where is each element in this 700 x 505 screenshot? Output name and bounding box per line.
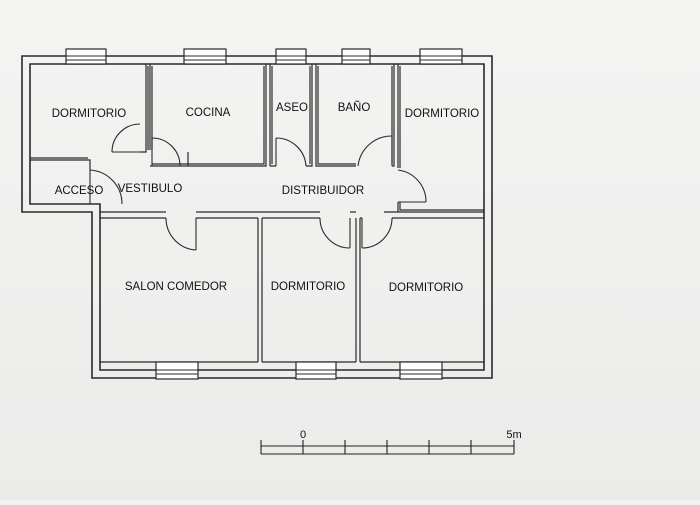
wall-dormitorio-s-partition xyxy=(355,218,361,362)
outer-wall-outer-line xyxy=(21,55,493,379)
wall-bano xyxy=(315,64,395,167)
room-label-acceso: ACCESO xyxy=(55,185,104,197)
window-salon-comedor xyxy=(155,361,199,380)
room-label-vestibulo: VESTIBULO xyxy=(118,183,183,195)
room-label-dormitorio-s1: DORMITORIO xyxy=(271,281,346,293)
scale-bar-start-label: 0 xyxy=(300,429,306,441)
wall-dormitorio-nw-inner xyxy=(30,66,149,159)
room-label-cocina: COCINA xyxy=(186,107,231,119)
door-cocina xyxy=(151,137,181,167)
window-dormitorio-ne xyxy=(419,48,463,65)
door-acceso xyxy=(89,169,123,205)
wall-bano-inner xyxy=(317,66,393,165)
scale-bar: 0 5m xyxy=(260,429,522,455)
wall-dormitorio-ne-inner xyxy=(399,66,484,211)
wall-dormitorio-ne xyxy=(397,64,484,213)
windows xyxy=(65,48,463,380)
window-bano xyxy=(341,48,371,65)
door-dormitorio-nw xyxy=(111,123,141,153)
door-dormitorio-s2 xyxy=(361,217,393,249)
room-label-dormitorio-nw: DORMITORIO xyxy=(52,108,127,120)
room-labels: DORMITORIO COCINA ASEO BAÑO DORMITORIO A… xyxy=(52,101,480,294)
room-label-bano: BAÑO xyxy=(338,101,371,114)
scale-bar-end-label: 5m xyxy=(506,429,521,441)
room-label-dormitorio-ne: DORMITORIO xyxy=(405,108,480,120)
outer-wall-inner-line xyxy=(29,63,485,371)
door-dormitorio-s1 xyxy=(319,217,351,249)
window-cocina xyxy=(183,48,227,65)
window-dormitorio-nw xyxy=(65,48,107,65)
window-dormitorio-s1 xyxy=(295,361,337,380)
wall-aseo-inner xyxy=(271,66,311,164)
door-dormitorio-ne xyxy=(397,169,427,203)
door-bano xyxy=(357,135,393,167)
wall-cocina-inner xyxy=(151,66,265,165)
wall-dormitorio-nw xyxy=(30,64,147,170)
door-aseo xyxy=(275,137,307,167)
window-dormitorio-s2 xyxy=(399,361,443,380)
room-label-distribuidor: DISTRIBUIDOR xyxy=(282,185,364,197)
door-salon-comedor xyxy=(165,217,197,251)
room-label-salon-comedor: SALON COMEDOR xyxy=(125,281,227,293)
wall-aseo xyxy=(269,64,313,167)
doors xyxy=(89,123,427,251)
room-label-dormitorio-s2: DORMITORIO xyxy=(389,282,464,294)
outer-walls xyxy=(21,55,493,379)
window-aseo xyxy=(275,48,307,65)
wall-salon-east xyxy=(257,218,263,362)
room-label-aseo: ASEO xyxy=(276,102,308,114)
